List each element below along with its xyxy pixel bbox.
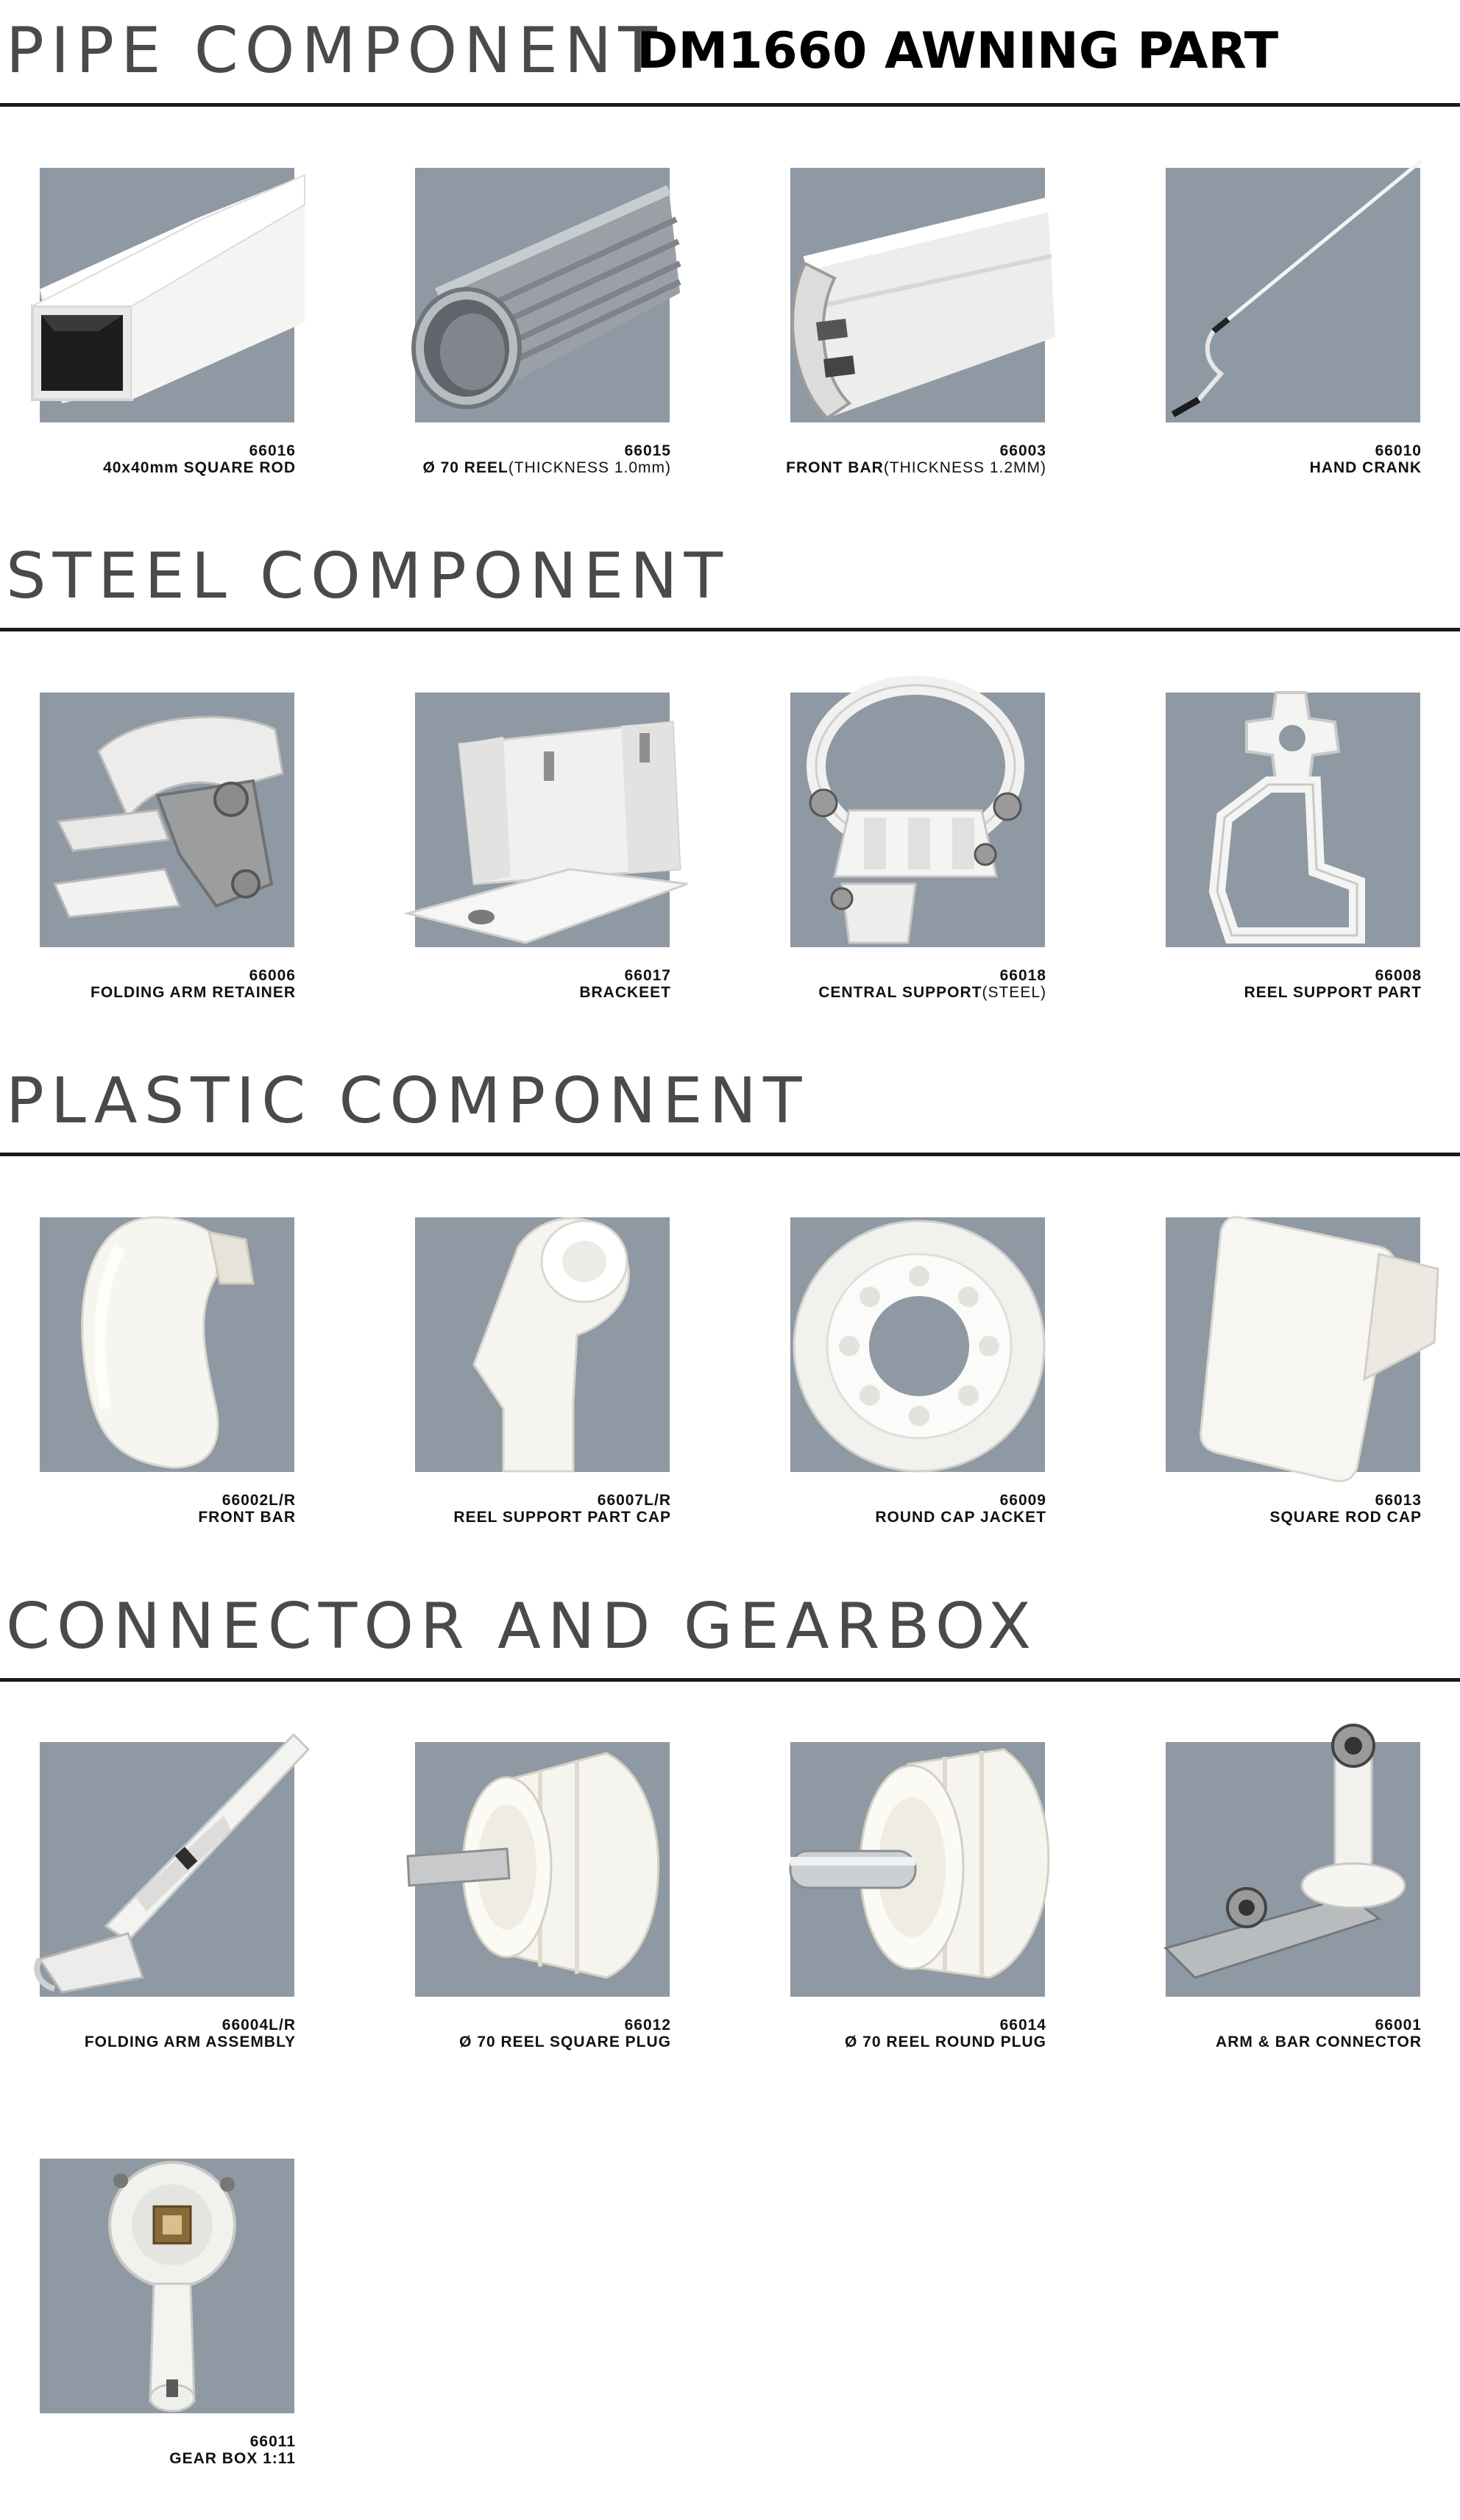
- product-card[interactable]: 66014 Ø 70 REEL ROUND PLUG: [759, 1742, 1098, 2059]
- product-card[interactable]: 66004L/R FOLDING ARM ASSEMBLY: [9, 1733, 347, 2059]
- product-name: FOLDING ARM ASSEMBLY: [84, 2034, 296, 2050]
- product-card[interactable]: 66018 CENTRAL SUPPORT(STEEL): [759, 676, 1098, 1009]
- product-card[interactable]: 66017 BRACKEET: [384, 693, 723, 1009]
- gear-box-icon: [40, 2159, 294, 2413]
- folding-arm-icon: [34, 1733, 311, 1997]
- square-tube-icon: [31, 168, 305, 422]
- product-name: Ø 70 REEL(THICKNESS 1.0mm): [422, 459, 671, 476]
- section-divider: [0, 1153, 1460, 1156]
- section-divider: [0, 1678, 1460, 1682]
- product-code: 66011: [249, 2433, 296, 2450]
- section-title: PIPE COMPONENT: [6, 14, 664, 88]
- round-cap-jacket-icon: [790, 1217, 1046, 1473]
- reel-support-icon: [1166, 691, 1420, 947]
- product-card[interactable]: 66001 ARM & BAR CONNECTOR: [1135, 1724, 1460, 2059]
- product-name: ROUND CAP JACKET: [875, 1509, 1046, 1526]
- product-code: 66015: [624, 442, 671, 459]
- bracket-icon: [403, 693, 688, 947]
- front-bar-profile-icon: [790, 168, 1055, 422]
- product-name: REEL SUPPORT PART CAP: [453, 1509, 671, 1526]
- product-code: 66013: [1375, 1492, 1422, 1509]
- product-name: FRONT BAR: [198, 1509, 296, 1526]
- product-code: 66010: [1375, 442, 1422, 459]
- reel-support-cap-icon: [415, 1217, 670, 1473]
- central-support-icon: [790, 676, 1045, 947]
- section-title: CONNECTOR AND GEARBOX: [6, 1590, 1038, 1663]
- reel-tube-icon: [411, 168, 681, 422]
- product-card[interactable]: 66008 REEL SUPPORT PART: [1135, 691, 1460, 1009]
- product-card[interactable]: 66012 Ø 70 REEL SQUARE PLUG: [384, 1742, 723, 2059]
- product-code: 66003: [999, 442, 1046, 459]
- product-name: FOLDING ARM RETAINER: [91, 984, 296, 1001]
- section-divider: [0, 628, 1460, 631]
- product-card[interactable]: 66016 40x40mm SQUARE ROD: [9, 168, 347, 484]
- product-name: BRACKEET: [579, 984, 671, 1001]
- arm-retainer-icon: [40, 693, 294, 947]
- section-title: STEEL COMPONENT: [6, 539, 730, 613]
- product-name: ARM & BAR CONNECTOR: [1216, 2034, 1422, 2050]
- product-name: FRONT BAR(THICKNESS 1.2MM): [786, 459, 1046, 476]
- product-code: 66018: [999, 967, 1046, 984]
- product-name: REEL SUPPORT PART: [1244, 984, 1422, 1001]
- product-code: 66016: [249, 442, 296, 459]
- product-code: 66001: [1375, 2017, 1422, 2034]
- product-code: 66008: [1375, 967, 1422, 984]
- product-card[interactable]: 66010 HAND CRANK: [1135, 159, 1460, 484]
- hand-crank-icon: [1166, 159, 1423, 422]
- product-card[interactable]: 66015 Ø 70 REEL(THICKNESS 1.0mm): [384, 168, 723, 484]
- product-card[interactable]: 66011 GEAR BOX 1:11: [9, 2159, 347, 2475]
- section-title: PLASTIC COMPONENT: [6, 1064, 809, 1138]
- product-card[interactable]: 66003 FRONT BAR(THICKNESS 1.2MM): [759, 168, 1098, 484]
- product-name: 40x40mm SQUARE ROD: [103, 459, 296, 476]
- product-code: 66017: [624, 967, 671, 984]
- document-title: DM1660 AWNING PART: [637, 22, 1279, 80]
- product-card[interactable]: 66006 FOLDING ARM RETAINER: [9, 693, 347, 1009]
- section-divider: [0, 103, 1460, 107]
- product-name: GEAR BOX 1:11: [169, 2450, 296, 2467]
- front-bar-cap-icon: [40, 1216, 294, 1472]
- product-code: 66004L/R: [222, 2017, 296, 2034]
- product-card[interactable]: 66002L/R FRONT BAR: [9, 1216, 347, 1534]
- square-rod-cap-icon: [1166, 1216, 1439, 1482]
- product-code: 66014: [999, 2017, 1046, 2034]
- product-card[interactable]: 66013 SQUARE ROD CAP: [1135, 1216, 1460, 1534]
- square-plug-icon: [406, 1742, 670, 1997]
- round-plug-icon: [789, 1742, 1050, 1997]
- product-code: 66002L/R: [222, 1492, 296, 1509]
- product-card[interactable]: 66007L/R REEL SUPPORT PART CAP: [384, 1217, 723, 1534]
- arm-bar-connector-icon: [1163, 1724, 1420, 1997]
- product-code: 66012: [624, 2017, 671, 2034]
- product-code: 66009: [999, 1492, 1046, 1509]
- product-code: 66006: [249, 967, 296, 984]
- product-code: 66007L/R: [597, 1492, 671, 1509]
- product-name: CENTRAL SUPPORT(STEEL): [818, 984, 1046, 1001]
- product-card[interactable]: 66009 ROUND CAP JACKET: [759, 1217, 1098, 1534]
- product-name: HAND CRANK: [1309, 459, 1422, 476]
- product-name: SQUARE ROD CAP: [1269, 1509, 1422, 1526]
- product-name: Ø 70 REEL ROUND PLUG: [845, 2034, 1046, 2050]
- product-name: Ø 70 REEL SQUARE PLUG: [459, 2034, 671, 2050]
